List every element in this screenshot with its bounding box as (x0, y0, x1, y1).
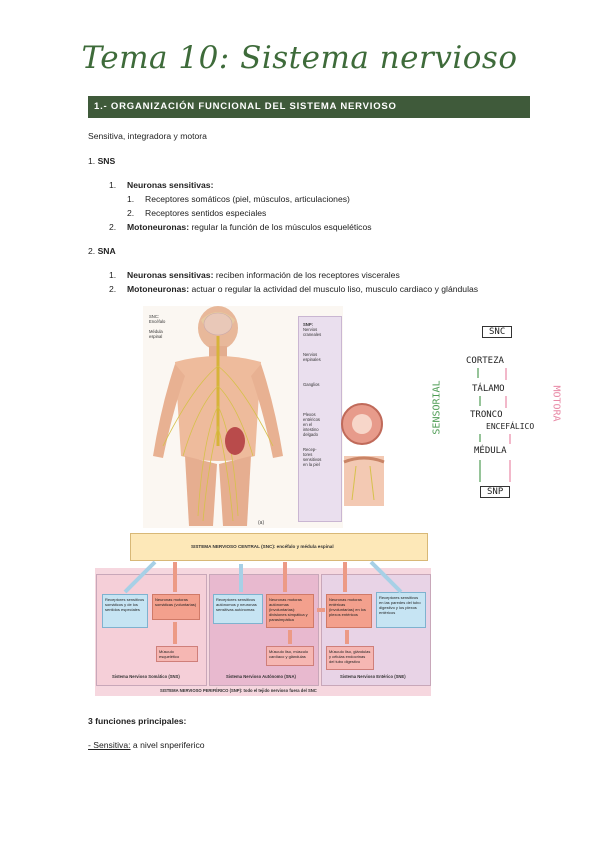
hw-corteza: CORTEZA (466, 356, 504, 366)
intro-text: Sensitiva, integradora y motora (88, 131, 207, 141)
hw-medula: MÉDULA (474, 446, 507, 456)
page-title: Tema 10: Sistema nervioso (81, 40, 518, 76)
hw-snc: SNC (482, 326, 513, 338)
list-item: Receptores somáticos (piel, músculos, ar… (145, 194, 350, 204)
tissue-insets (341, 403, 385, 506)
list-number: 1. (109, 180, 117, 190)
sns-motor-box: Neuronas motoras somáticas (voluntarias) (152, 594, 200, 620)
sna-panel-label: Sistema Nervioso Autónomo (SNA) (226, 674, 296, 679)
list-number: 2. (127, 208, 135, 218)
diagram-arrows (123, 560, 403, 644)
sns-motor-item: Motoneuronas: regular la función de los … (127, 222, 372, 232)
hw-talamo: TÁLAMO (472, 384, 505, 394)
sne-sensory-box: Receptores sensitivos en las paredes del… (376, 592, 426, 628)
sne-motor-box: Neuronas motoras entéricas (involuntaria… (326, 594, 372, 628)
sna-sensitive-item: Neuronas sensitivas: reciben información… (127, 270, 400, 280)
sns-heading: 1. SNS (88, 156, 116, 166)
sne-panel-label: Sistema Nervioso Entérico (SNE) (340, 674, 406, 679)
sna-motor-item: Motoneuronas: actuar o regular la activi… (127, 284, 479, 294)
sna-panel (209, 574, 319, 686)
list-number: 1. (109, 270, 117, 280)
list-number: 2. (109, 222, 117, 232)
functions-heading: 3 funciones principales: (88, 716, 187, 726)
sna-heading: 2. SNA (88, 246, 116, 256)
sns-panel (96, 574, 207, 686)
snp-bar-label: SISTEMA NERVIOSO PERIFÉRICO (SNP): todo … (160, 688, 317, 693)
hw-snp: SNP (480, 486, 511, 498)
hw-arrows (477, 368, 511, 482)
snc-bar: SISTEMA NERVIOSO CENTRAL (SNC): encéfalo… (130, 533, 428, 561)
list-number: 2. (109, 284, 117, 294)
sne-effector-box: Músculo liso, glándulas y células endocr… (326, 646, 374, 670)
list-item: Receptores sentidos especiales (145, 208, 267, 218)
functions-sensitiva: - Sensitiva: a nivel snperiferico (88, 740, 205, 750)
figure-caption: (a) (258, 520, 265, 526)
sns-sensory-box: Receptores sensitivos somáticos y de los… (102, 594, 148, 628)
section-heading: 1.- ORGANIZACIÓN FUNCIONAL DEL SISTEMA N… (88, 96, 530, 118)
list-number: 1. (127, 194, 135, 204)
sns-panel-label: Sistema Nervioso Somático (SNS) (112, 674, 180, 679)
sna-sensory-box: Receptores sensitivos autónomos y neuron… (213, 594, 263, 624)
sna-effector-box: Músculo liso, músculo cardíaco y glándul… (266, 646, 314, 666)
body-illustration (153, 306, 283, 526)
sns-effector-box: Músculo esquelético (156, 646, 198, 662)
handwritten-hierarchy: SNC CORTEZA TÁLAMO TRONCO ENCEFÁLICO MÉD… (432, 318, 580, 518)
sna-motor-box: Neuronas motoras autónomas (involuntaria… (266, 594, 314, 628)
snp-label-box (298, 316, 342, 522)
sns-sensitive-label: Neuronas sensitivas: (127, 180, 214, 190)
hw-encefalico: ENCEFÁLICO (486, 422, 535, 431)
hw-tronco: TRONCO (470, 410, 503, 420)
